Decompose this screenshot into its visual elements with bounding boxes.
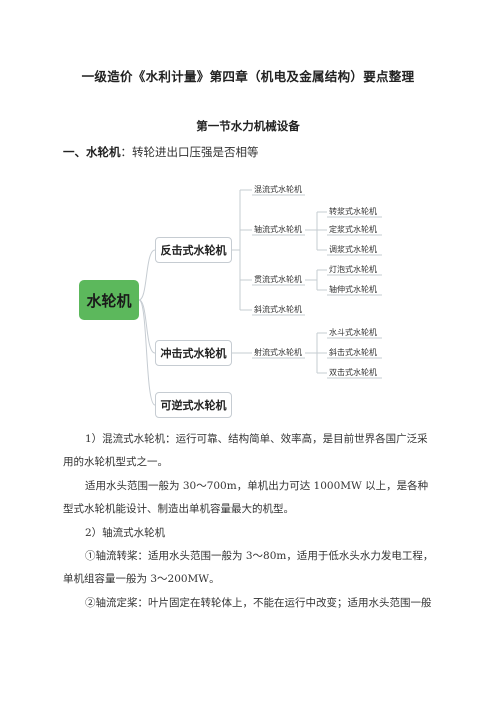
document-title: 一级造价《水利计量》第四章（机电及金属结构）要点整理 bbox=[81, 69, 415, 84]
node-diagonal-turbine: 斜流式水轮机 bbox=[254, 305, 302, 314]
node-kaplan-turbine: 转浆式水轮机 bbox=[329, 207, 377, 216]
section-title: 第一节水力机械设备 bbox=[196, 119, 300, 133]
node-francis-turbine: 混流式水轮机 bbox=[254, 185, 302, 194]
node-reversible-turbine: 可逆式水轮机 bbox=[155, 392, 232, 418]
node-adjustable-blade-turbine: 调浆式水轮机 bbox=[329, 245, 377, 254]
node-impulse-turbine: 冲击式水轮机 bbox=[155, 340, 232, 366]
node-tubular-turbine: 贯流式水轮机 bbox=[254, 275, 302, 284]
heading-turbine: 一、水轮机：转轮进出口压强是否相等 bbox=[63, 144, 259, 160]
node-turgo-turbine: 斜击式水轮机 bbox=[329, 348, 377, 357]
node-crossflow-turbine: 双击式水轮机 bbox=[329, 368, 377, 377]
node-jet-turbine: 射流式水轮机 bbox=[254, 348, 302, 357]
node-axial-turbine: 轴流式水轮机 bbox=[254, 225, 302, 234]
paragraph-fixed-blade: ②轴流定桨：叶片固定在转轮体上，不能在运行中改变；适用水头范围一般 bbox=[85, 597, 432, 609]
node-shaft-extension-turbine: 轴伸式水轮机 bbox=[329, 285, 377, 294]
mindmap-root-node: 水轮机 bbox=[79, 280, 139, 320]
paragraph-francis-intro: 1）混流式水轮机：运行可靠、结构简单、效率高，是目前世界各国广泛采用的水轮机型式… bbox=[63, 433, 428, 468]
node-pelton-turbine: 水斗式水轮机 bbox=[329, 328, 377, 337]
heading-label: 一、水轮机 bbox=[63, 145, 121, 159]
paragraph-kaplan: ①轴流转桨：适用水头范围一般为 3～80m，适用于低水头水力发电工程，单机组容量… bbox=[63, 550, 434, 585]
node-reaction-turbine: 反击式水轮机 bbox=[155, 237, 232, 263]
heading-note: ：转轮进出口压强是否相等 bbox=[120, 145, 259, 159]
paragraph-axial-heading: 2）轴流式水轮机 bbox=[85, 527, 166, 539]
node-fixed-blade-turbine: 定浆式水轮机 bbox=[329, 225, 377, 234]
node-bulb-turbine: 灯泡式水轮机 bbox=[329, 265, 377, 274]
paragraph-francis-range: 适用水头范围一般为 30～700m，单机出力可达 1000MW 以上，是各种型式… bbox=[63, 480, 429, 515]
